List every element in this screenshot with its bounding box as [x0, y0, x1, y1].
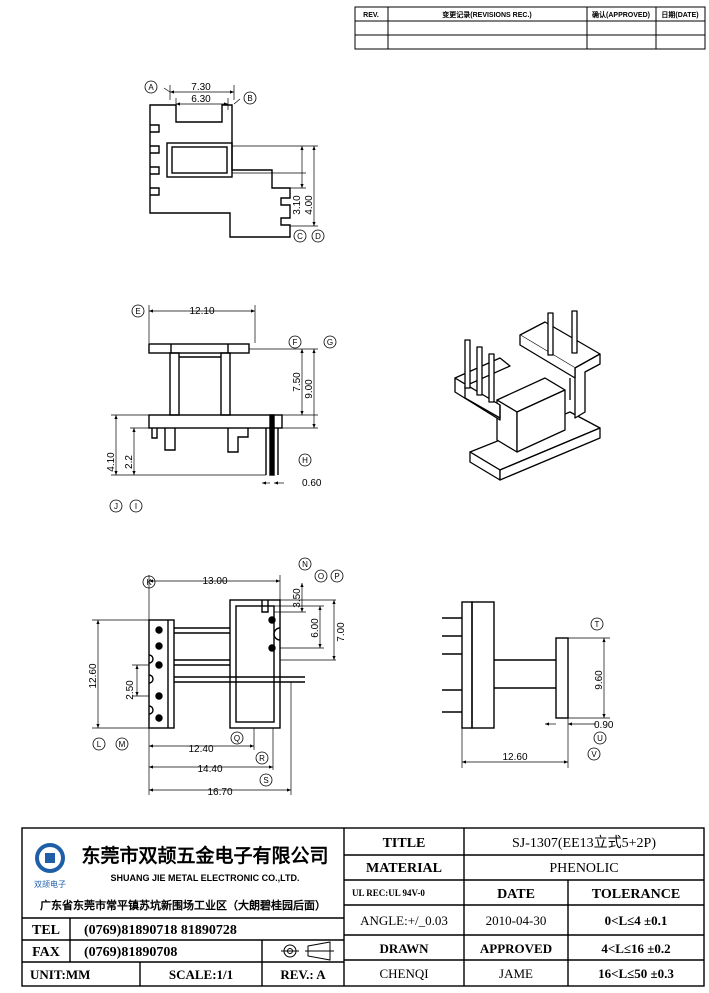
fax-value: (0769)81890708 — [84, 945, 177, 960]
rev-value: REV.: A — [280, 967, 326, 982]
label-b: B — [247, 94, 252, 103]
fax-label: FAX — [32, 945, 60, 960]
drawn-value: CHENQI — [379, 966, 428, 981]
dim-13-00: 13.00 — [202, 576, 227, 587]
view-top-outline — [149, 104, 291, 238]
tel-label: TEL — [32, 923, 60, 938]
dim-6-00: 6.00 — [310, 618, 321, 638]
company-logo — [35, 843, 65, 873]
dim-16-70: 16.70 — [207, 787, 232, 798]
view-top-labels — [144, 80, 325, 243]
tolerance-row-2: 4<L≤16 ±0.2 — [601, 941, 670, 956]
rev-header: REV. — [363, 12, 379, 19]
label-h: H — [302, 456, 308, 465]
label-q: Q — [234, 734, 240, 743]
label-t: T — [595, 620, 600, 629]
dim-3-50: 3.50 — [292, 588, 303, 608]
ul-rec: UL REC:UL 94V-0 — [352, 888, 425, 898]
view-bottom-outline — [148, 599, 305, 729]
view-top-dims — [163, 85, 318, 227]
company-name-cn: 东莞市双颉五金电子有限公司 — [81, 844, 328, 867]
tel-value: (0769)81890718 81890728 — [84, 923, 237, 938]
drawn-label: DRAWN — [379, 941, 429, 956]
approved-value: JAME — [499, 966, 533, 981]
unit-value: UNIT:MM — [30, 967, 90, 982]
label-g: G — [327, 338, 333, 347]
dim-4-00: 4.00 — [304, 195, 315, 215]
dim-2-2: 2.2 — [124, 455, 135, 469]
label-j: J — [114, 502, 118, 511]
label-d: D — [315, 232, 321, 241]
dim-0-60: 0.60 — [302, 478, 322, 489]
material-label: MATERIAL — [366, 861, 442, 876]
dim-14-40: 14.40 — [197, 764, 222, 775]
dim-4-10: 4.10 — [106, 452, 117, 472]
dim-2-50: 2.50 — [125, 680, 136, 700]
label-l: L — [97, 740, 102, 749]
view-front-dims — [111, 305, 318, 485]
dim-7-50: 7.50 — [292, 372, 303, 392]
dim-7-30: 7.30 — [191, 82, 211, 93]
angle-value: ANGLE:+/_0.03 — [360, 913, 448, 928]
dim-9-00: 9.00 — [304, 379, 315, 399]
view-bottom-dims — [92, 575, 336, 795]
label-e: E — [135, 307, 140, 316]
label-s: S — [263, 776, 268, 785]
scale-value: SCALE:1/1 — [169, 967, 233, 982]
dim-9-60: 9.60 — [594, 670, 605, 690]
view-side-labels — [587, 617, 607, 761]
label-u: U — [597, 734, 603, 743]
label-n: N — [302, 560, 308, 569]
label-f: F — [293, 338, 298, 347]
company-address: 广东省东莞市常平镇苏坑新围场工业区（大朗碧桂园后面） — [40, 898, 326, 912]
view-front-labels — [109, 304, 337, 513]
label-a: A — [148, 83, 154, 92]
tolerance-label: TOLERANCE — [592, 887, 680, 902]
material-value: PHENOLIC — [549, 861, 618, 876]
dim-3-10: 3.10 — [292, 195, 303, 215]
label-i: I — [135, 502, 137, 511]
approved-label: APPROVED — [480, 941, 552, 956]
title-value: SJ-1307(EE13立式5+2P) — [512, 835, 656, 851]
label-c: C — [297, 232, 303, 241]
revisions-header: 变更记录(REVISIONS REC.) — [442, 10, 531, 19]
label-p: P — [334, 572, 339, 581]
view-side-dims — [461, 637, 610, 768]
date-label: DATE — [497, 887, 535, 902]
dim-0-90: 0.90 — [594, 720, 614, 731]
title-label: TITLE — [383, 836, 426, 851]
projection-symbol-icon — [281, 941, 334, 961]
revision-table — [354, 6, 706, 50]
approved-header: 确认(APPROVED) — [592, 10, 650, 19]
logo-text: 双颉电子 — [34, 879, 66, 889]
dim-12-60-side: 12.60 — [502, 752, 527, 763]
label-v: V — [591, 750, 597, 759]
label-k: K — [146, 578, 152, 587]
tolerance-row-1: 0<L≤4 ±0.1 — [605, 913, 668, 928]
company-name-en: SHUANG JIE METAL ELECTRONIC CO.,LTD. — [110, 873, 299, 883]
view-front-outline — [148, 343, 283, 476]
dim-12-10: 12.10 — [189, 306, 214, 317]
view-side-outline — [442, 601, 569, 729]
view-bottom-labels — [92, 557, 344, 787]
dim-6-30: 6.30 — [191, 94, 211, 105]
dim-7-00: 7.00 — [336, 622, 347, 642]
dim-12-40: 12.40 — [188, 744, 213, 755]
tolerance-row-3: 16<L≤50 ±0.3 — [598, 966, 674, 981]
iso-view — [454, 310, 601, 481]
date-value: 2010-04-30 — [486, 913, 547, 928]
date-header: 日期(DATE) — [661, 10, 698, 19]
label-m: M — [119, 740, 126, 749]
title-block-grid — [21, 827, 705, 987]
label-o: O — [318, 572, 324, 581]
dim-12-60: 12.60 — [88, 663, 99, 688]
label-r: R — [259, 754, 265, 763]
